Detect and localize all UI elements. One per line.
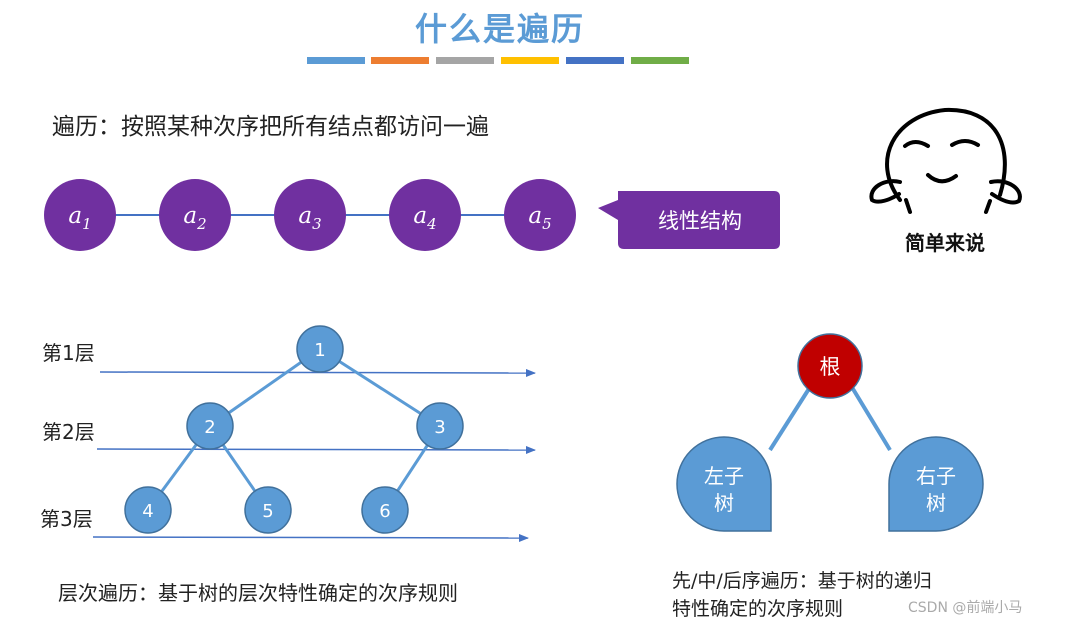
svg-text:3: 3 bbox=[434, 417, 445, 438]
level-arrow-2 bbox=[96, 445, 536, 454]
linear-node-a5: a5 bbox=[504, 179, 576, 251]
svg-text:右子: 右子 bbox=[916, 464, 956, 488]
stripe-3 bbox=[436, 57, 494, 64]
root-node: 根 bbox=[797, 333, 863, 399]
svg-text:2: 2 bbox=[204, 417, 215, 438]
svg-text:1: 1 bbox=[314, 340, 325, 361]
tree-node-6: 6 bbox=[361, 486, 409, 534]
linear-node-a1: a1 bbox=[44, 179, 116, 251]
level-order-caption: 层次遍历：基于树的层次特性确定的次序规则 bbox=[58, 581, 458, 605]
svg-text:4: 4 bbox=[142, 501, 153, 522]
linear-node-a2: a2 bbox=[159, 179, 231, 251]
linear-callout: 线性结构 bbox=[598, 191, 780, 249]
level-label-2: 第2层 bbox=[42, 420, 95, 444]
definition-text: 遍历：按照某种次序把所有结点都访问一遍 bbox=[52, 114, 489, 140]
page-title: 什么是遍历 bbox=[414, 10, 585, 48]
svg-text:6: 6 bbox=[379, 501, 390, 522]
meme-caption: 简单来说 bbox=[905, 231, 985, 255]
tree-edge bbox=[319, 347, 441, 428]
stripe-6 bbox=[631, 57, 689, 64]
recursive-caption-line1: 先/中/后序遍历：基于树的递归 bbox=[672, 570, 932, 592]
tree-node-4: 4 bbox=[124, 486, 172, 534]
stripe-2 bbox=[371, 57, 429, 64]
tree-node-3: 3 bbox=[416, 402, 464, 450]
linear-node-a3: a3 bbox=[274, 179, 346, 251]
svg-text:a3: a3 bbox=[298, 203, 321, 233]
stripe-4 bbox=[501, 57, 559, 64]
stripe-1 bbox=[307, 57, 365, 64]
svg-text:a4: a4 bbox=[413, 203, 436, 233]
svg-text:树: 树 bbox=[926, 491, 946, 515]
left-subtree: 左子 树 bbox=[676, 436, 772, 532]
svg-text:a1: a1 bbox=[68, 203, 91, 233]
linear-structure: a1 a2 a3 a4 a5 线性结构 bbox=[44, 179, 780, 251]
tree-node-1: 1 bbox=[296, 325, 344, 373]
thinking-face-icon bbox=[869, 107, 1022, 214]
svg-text:左子: 左子 bbox=[704, 464, 744, 488]
right-subtree: 右子 树 bbox=[888, 436, 984, 532]
watermark: CSDN @前端小马 bbox=[908, 600, 1023, 616]
tree-node-5: 5 bbox=[244, 486, 292, 534]
svg-text:a2: a2 bbox=[183, 203, 206, 233]
recursive-tree: 根 左子 树 右子 树 bbox=[676, 333, 984, 532]
level-order-tree: 第1层 第2层 第3层 1 2 3 4 bbox=[40, 325, 536, 542]
root-left-edge bbox=[768, 382, 814, 452]
level-arrow-3 bbox=[92, 533, 529, 542]
stripe-5 bbox=[566, 57, 624, 64]
root-right-edge bbox=[848, 382, 892, 452]
recursive-caption-line2: 特性确定的次序规则 bbox=[672, 598, 844, 620]
svg-text:根: 根 bbox=[820, 355, 841, 379]
svg-text:线性结构: 线性结构 bbox=[658, 209, 742, 233]
level-label-3: 第3层 bbox=[40, 507, 93, 531]
level-label-1: 第1层 bbox=[42, 341, 95, 365]
svg-text:a5: a5 bbox=[528, 203, 551, 233]
linear-node-a4: a4 bbox=[389, 179, 461, 251]
svg-text:树: 树 bbox=[714, 491, 734, 515]
svg-text:5: 5 bbox=[262, 501, 273, 522]
tree-node-2: 2 bbox=[186, 402, 234, 450]
